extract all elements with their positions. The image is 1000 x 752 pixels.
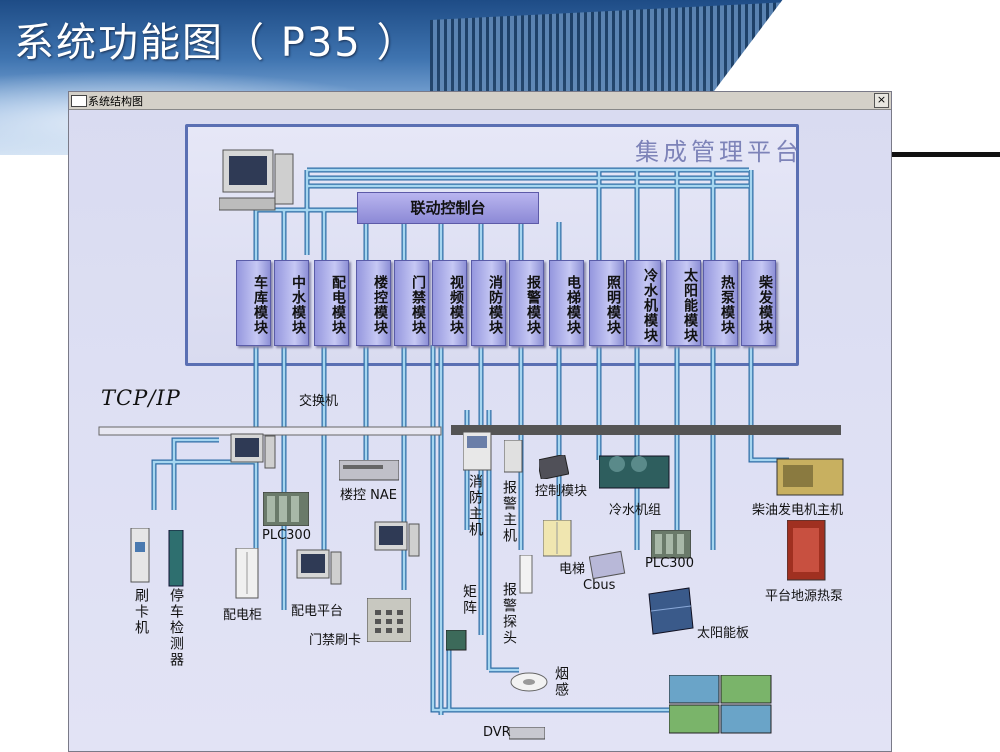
alarm-probe-icon xyxy=(519,555,533,594)
control-module-icon xyxy=(539,455,569,479)
dvr-icon xyxy=(509,727,545,740)
alarm-host-icon xyxy=(504,440,523,473)
module-12: 太阳能模块 xyxy=(666,260,701,346)
module-3: 配电模块 xyxy=(314,260,349,346)
module-1: 车库模块 xyxy=(236,260,271,346)
plc-rack-icon xyxy=(263,492,309,526)
plc300-right-label: PLC300 xyxy=(645,556,694,571)
module-label: 照明模块 xyxy=(605,275,621,335)
chiller-unit-icon xyxy=(599,455,670,489)
distribution-platform-label: 配电平台 xyxy=(291,604,344,619)
access-card-label: 门禁刷卡 xyxy=(309,633,362,648)
fire-host-label: 消防主机 xyxy=(467,474,483,538)
ground-heat-pump-icon xyxy=(787,520,826,581)
slide-title: 系统功能图（ P35 ） xyxy=(14,20,419,66)
nae-controller-icon xyxy=(339,460,399,481)
matrix-label: 矩阵 xyxy=(461,584,477,616)
cbus-label: Cbus xyxy=(583,578,616,593)
title-banner: 系统功能图（ P35 ） xyxy=(0,0,1000,155)
module-7: 消防模块 xyxy=(471,260,506,346)
module-10: 照明模块 xyxy=(589,260,624,346)
tcpip-label: TCP/IP xyxy=(101,386,181,410)
tcpip-bus-right xyxy=(451,425,841,435)
linkage-console: 联动控制台 xyxy=(357,192,539,224)
module-11: 冷水机模块 xyxy=(626,260,661,346)
module-label: 电梯模块 xyxy=(565,275,581,335)
ground-heat-pump-label: 平台地源热泵 xyxy=(765,589,844,604)
module-label: 消防模块 xyxy=(487,275,503,335)
module-label: 太阳能模块 xyxy=(682,267,698,343)
window-titlebar[interactable]: 系统结构图 × xyxy=(69,92,891,110)
switch-label: 交换机 xyxy=(299,394,339,409)
matrix-icon xyxy=(446,630,467,651)
window-title: 系统结构图 xyxy=(88,95,143,108)
solar-panel-icon xyxy=(648,587,694,635)
module-label: 配电模块 xyxy=(330,275,346,335)
module-label: 柴发模块 xyxy=(757,275,773,335)
module-label: 视频模块 xyxy=(448,275,464,335)
module-label: 车库模块 xyxy=(252,275,268,335)
distribution-cabinet-icon xyxy=(235,548,259,599)
alarm-host-label: 报警主机 xyxy=(501,480,517,544)
module-label: 中水模块 xyxy=(290,275,306,335)
module-9: 电梯模块 xyxy=(549,260,584,346)
tcpip-bus-left xyxy=(98,426,442,436)
module-label: 门禁模块 xyxy=(410,275,426,335)
diagram-canvas: 集成管理平台 xyxy=(69,110,891,751)
access-pc-icon xyxy=(374,521,420,557)
elevator-label: 电梯 xyxy=(559,562,586,577)
distribution-platform-pc-icon xyxy=(296,549,342,585)
solar-panel-label: 太阳能板 xyxy=(697,626,750,641)
distribution-cabinet-label: 配电柜 xyxy=(223,608,263,623)
module-8: 报警模块 xyxy=(509,260,544,346)
workstation-icon xyxy=(230,433,276,469)
card-reader-icon xyxy=(130,528,150,583)
alarm-probe-label: 报警探头 xyxy=(501,582,517,646)
close-button[interactable]: × xyxy=(874,93,889,108)
fire-host-icon xyxy=(463,432,492,471)
dvr-label: DVR xyxy=(483,725,511,740)
computer-icon xyxy=(219,149,294,211)
module-13: 热泵模块 xyxy=(703,260,738,346)
diesel-generator-label: 柴油发电机主机 xyxy=(752,503,844,518)
smoke-sensor-label: 烟感 xyxy=(553,666,569,698)
plc-right-icon xyxy=(651,530,691,559)
connection-lines xyxy=(98,167,841,715)
platform-title: 集成管理平台 xyxy=(635,138,803,166)
module-4: 楼控模块 xyxy=(356,260,391,346)
access-keypad-icon xyxy=(367,598,411,642)
parking-detector-icon xyxy=(168,530,184,587)
card-reader-label: 刷卡机 xyxy=(133,588,149,636)
window-icon xyxy=(71,95,87,107)
module-label: 报警模块 xyxy=(525,275,541,335)
line-inner xyxy=(152,168,789,715)
banner-rule xyxy=(890,152,1000,157)
module-14: 柴发模块 xyxy=(741,260,776,346)
module-5: 门禁模块 xyxy=(394,260,429,346)
diesel-generator-icon xyxy=(776,458,844,496)
video-wall-icon xyxy=(669,675,772,734)
plc300-left-label: PLC300 xyxy=(262,528,311,543)
control-module-label: 控制模块 xyxy=(535,484,588,499)
module-label: 楼控模块 xyxy=(372,275,388,335)
module-2: 中水模块 xyxy=(274,260,309,346)
building-control-nae-label: 楼控 NAE xyxy=(340,488,397,503)
cbus-icon xyxy=(589,550,626,580)
elevator-icon xyxy=(543,520,572,557)
chiller-unit-label: 冷水机组 xyxy=(609,503,662,518)
diagram-window: 系统结构图 × 集成管理平台 xyxy=(68,91,892,752)
module-6: 视频模块 xyxy=(432,260,467,346)
smoke-sensor-icon xyxy=(510,672,548,692)
module-label: 冷水机模块 xyxy=(642,267,658,343)
module-label: 热泵模块 xyxy=(719,275,735,335)
parking-detector-label: 停车检测器 xyxy=(168,588,184,668)
